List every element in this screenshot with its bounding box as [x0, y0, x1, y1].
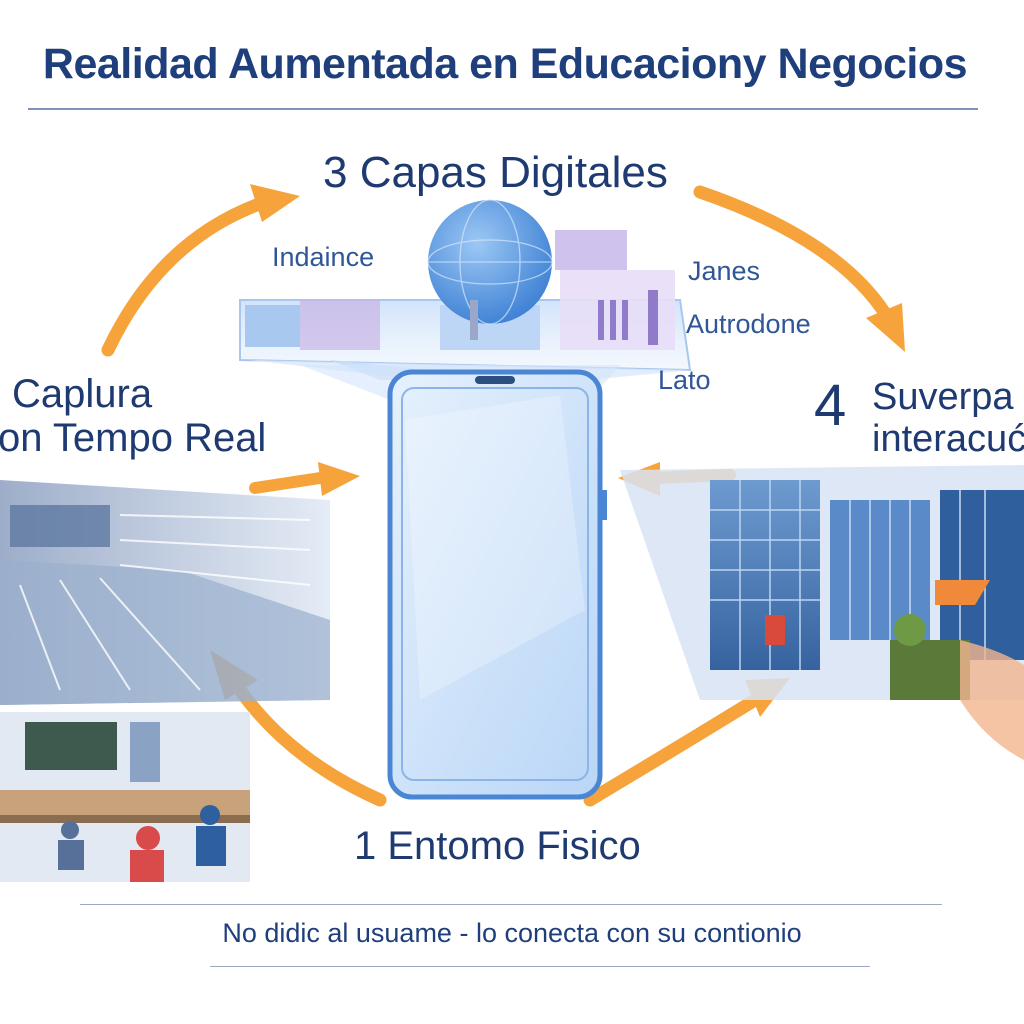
- step-2-label-line2: on Tempo Real: [0, 416, 267, 460]
- title-divider: [28, 108, 978, 110]
- layer-label-right-1: Janes: [688, 256, 761, 286]
- footer-divider-bottom: [210, 966, 870, 967]
- layer-label-right-2: Autrodone: [686, 309, 811, 339]
- step-4-number: 4: [814, 373, 847, 438]
- arrow-scene-to-phone: [249, 472, 326, 494]
- cycle-arrows: [101, 184, 905, 807]
- step-3-label: 3 Capas Digitales: [323, 148, 668, 197]
- phone-illustration: [300, 365, 620, 800]
- arrow-environment-to-overlay: [583, 693, 762, 807]
- footer-caption: No didic al usuame - lo conecta con su c…: [222, 918, 802, 948]
- arrow-environment-to-capture: [233, 683, 387, 807]
- step-4-label-line2: interacuć: [872, 418, 1024, 460]
- arrow-capture-to-layers: [101, 196, 269, 357]
- classroom-illustration: [0, 712, 250, 882]
- page-title: Realidad Aumentada en Educaciony Negocio…: [42, 40, 968, 88]
- step-4-label-line1: Suverpa: [872, 376, 1014, 418]
- arrow-layers-to-overlay: [693, 185, 895, 325]
- capture-scene-illustration: [0, 480, 330, 705]
- layer-label-left: Indaince: [272, 242, 375, 272]
- footer-divider-top: [80, 904, 942, 905]
- overlay-scene-illustration: [620, 465, 1024, 760]
- step-2-label-line1: Caplura: [12, 372, 153, 416]
- step-1-label: 1 Entomo Fisico: [354, 824, 641, 868]
- digital-layers-illustration: [239, 199, 692, 380]
- layer-label-right-3: Lato: [658, 365, 711, 395]
